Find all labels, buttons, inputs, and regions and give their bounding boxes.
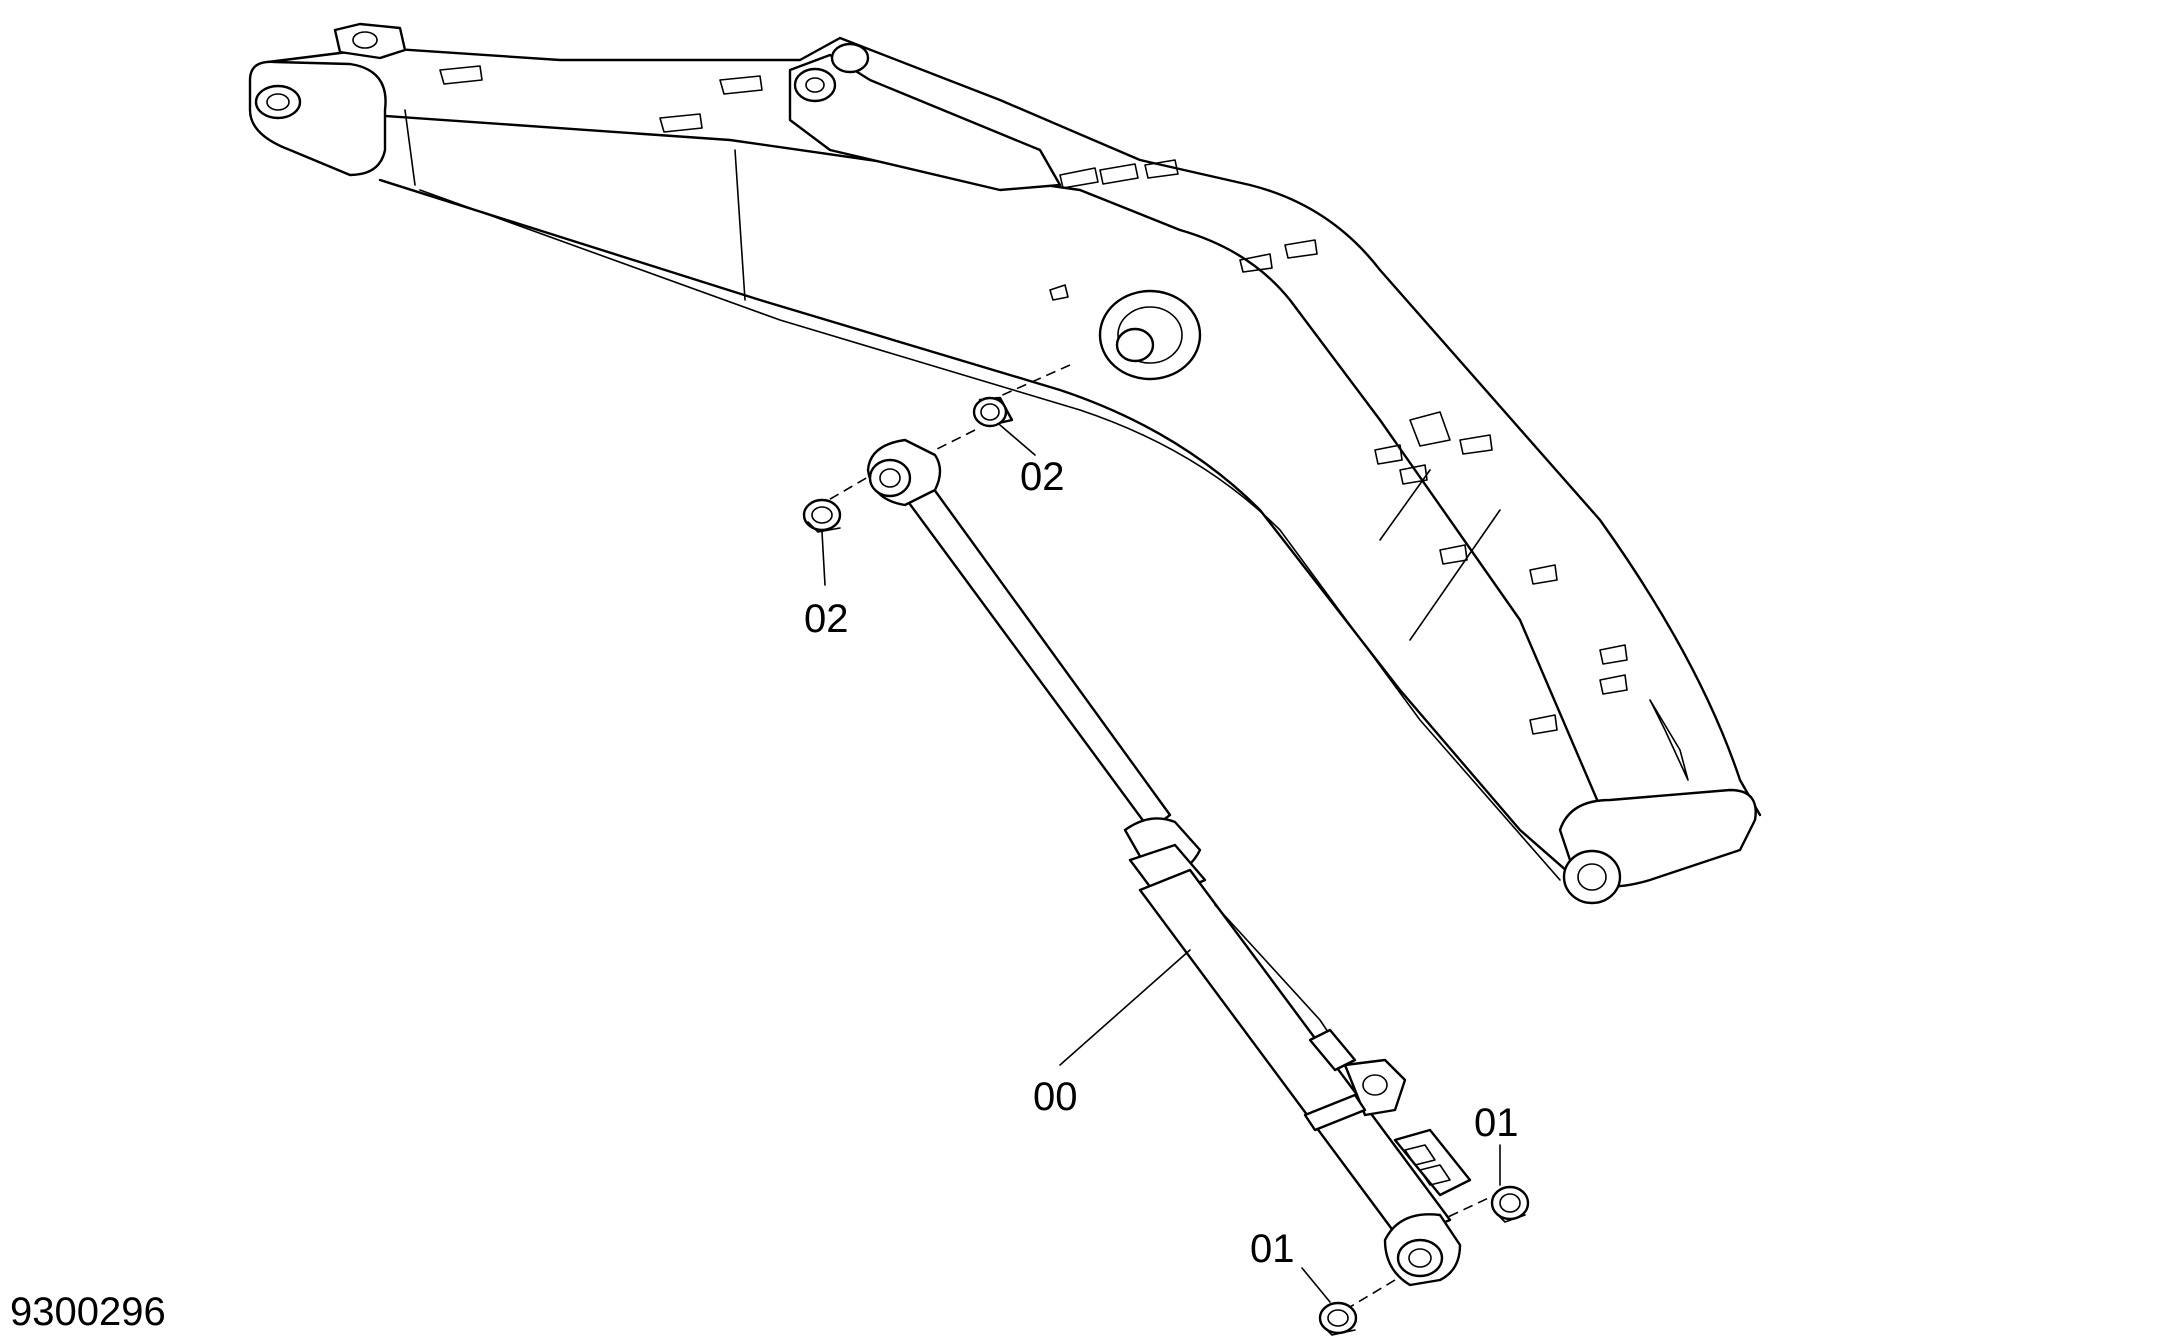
callout-01-right: 01 — [1474, 1101, 1519, 1145]
callout-01-left: 01 — [1250, 1227, 1295, 1271]
assembly-lines — [819, 364, 1496, 1311]
callout-02-top-left: 02 — [804, 597, 849, 641]
bushing-02-top-left — [802, 498, 842, 533]
boom-arm — [248, 22, 1762, 905]
bushing-01-left — [1318, 1301, 1358, 1336]
leader-lines — [821, 424, 1501, 1303]
bushing-01-right — [1490, 1185, 1530, 1223]
hydraulic-cylinder — [866, 438, 1472, 1287]
callout-02-top-right: 02 — [1020, 455, 1065, 499]
bushing-02-top-right — [972, 396, 1014, 428]
callout-00-cylinder: 00 — [1033, 1075, 1078, 1119]
figure-number: 9300296 — [10, 1290, 166, 1334]
